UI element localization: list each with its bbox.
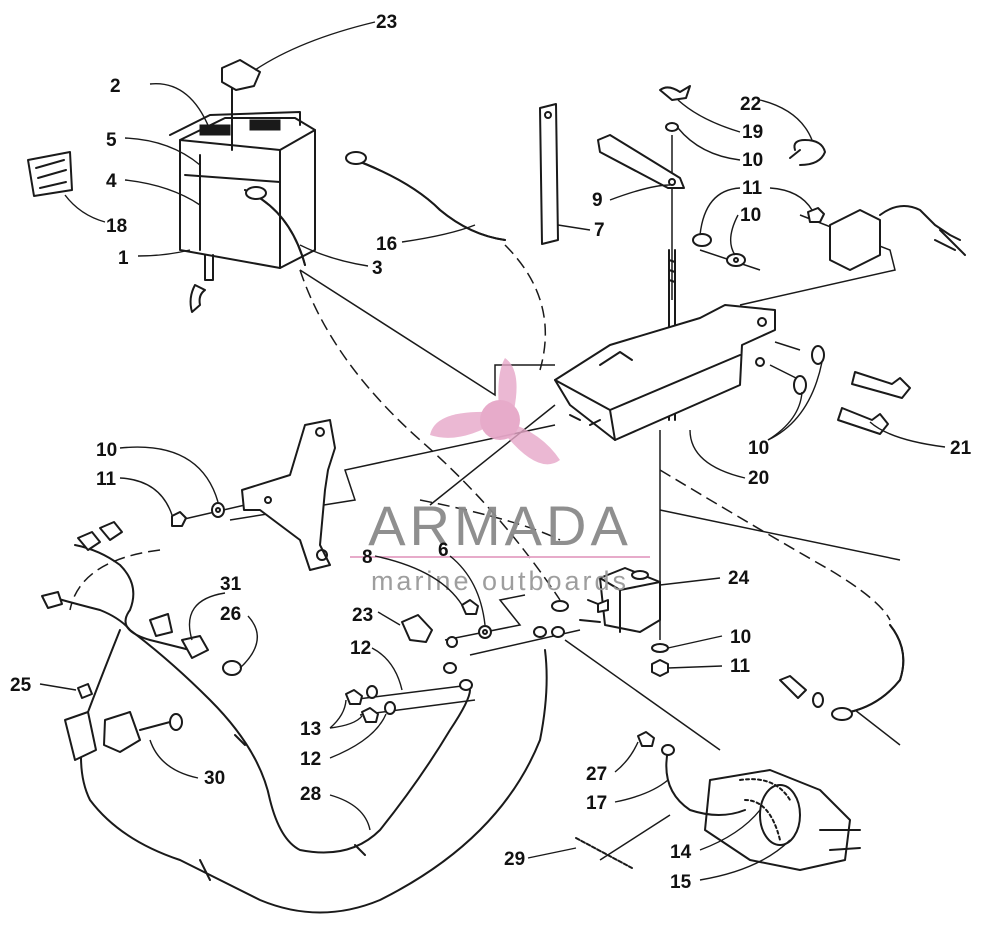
callout-10-lower: 10 [730,627,751,648]
ground-hardware [345,662,473,723]
callout-27: 27 [586,764,607,785]
callout-17: 17 [586,793,607,814]
propeller-logo [430,358,560,465]
hold-down-bracket [597,134,685,189]
callout-24: 24 [728,568,750,589]
callout-12-upper: 12 [350,638,371,659]
watermark-brand: ARMADA [368,494,632,557]
callout-3: 3 [372,258,383,279]
solenoid-mount-bracket [171,419,336,571]
callout-23-top: 23 [376,12,397,33]
starter-solenoid [579,567,661,633]
watermark: ARMADA marine outboards [350,358,650,596]
callout-14: 14 [670,842,692,863]
callout-6: 6 [438,540,449,561]
callouts: 23 2 5 4 18 1 16 3 7 9 19 10 22 11 10 10… [10,12,972,893]
lower-hardware [651,643,669,677]
callout-8: 8 [362,547,373,568]
starter-cable [779,624,905,721]
battery-cables [244,151,506,266]
callout-11-upper: 11 [742,178,763,199]
switch-and-boot [181,635,242,676]
callout-4: 4 [106,171,117,192]
ground-wire [575,837,633,869]
callout-7: 7 [594,220,605,241]
callout-16: 16 [376,234,397,255]
callout-18: 18 [106,216,127,237]
callout-22: 22 [740,94,761,115]
callout-5: 5 [106,130,117,151]
cable-clamp [789,139,826,166]
watermark-rule [350,556,650,558]
callout-10-tray: 10 [748,438,769,459]
callout-15: 15 [670,872,692,893]
callout-30: 30 [204,768,225,789]
leader-lines [39,21,946,881]
watermark-tagline: marine outboards [371,566,629,596]
starter-motor [637,731,861,871]
callout-19: 19 [742,122,763,143]
battery-tray [554,304,776,441]
callout-26: 26 [220,604,241,625]
callout-23-mid: 23 [352,605,373,626]
solenoid-hardware [401,599,569,648]
callout-11-left: 11 [96,469,117,490]
callout-21: 21 [950,438,972,459]
callout-1: 1 [118,248,129,269]
battery-decal [27,151,73,197]
terminal-boot-top [221,59,261,151]
callout-29: 29 [504,849,525,870]
callout-2: 2 [110,76,121,97]
callout-11-lower: 11 [730,656,751,677]
callout-9: 9 [592,190,603,211]
callout-10-rod: 10 [742,150,763,171]
callout-10-upper: 10 [740,205,761,226]
fuse-holder [64,683,183,761]
callout-28: 28 [300,784,321,805]
wiring-connector [829,205,966,271]
callout-13: 13 [300,719,321,740]
callout-31: 31 [220,574,242,595]
upper-hardware [692,207,825,267]
callout-25: 25 [10,675,32,696]
tray-bolts [793,345,911,435]
battery [169,111,316,313]
callout-20: 20 [748,468,769,489]
callout-10-left: 10 [96,440,117,461]
callout-12-lower: 12 [300,749,321,770]
battery-strap [539,103,559,245]
